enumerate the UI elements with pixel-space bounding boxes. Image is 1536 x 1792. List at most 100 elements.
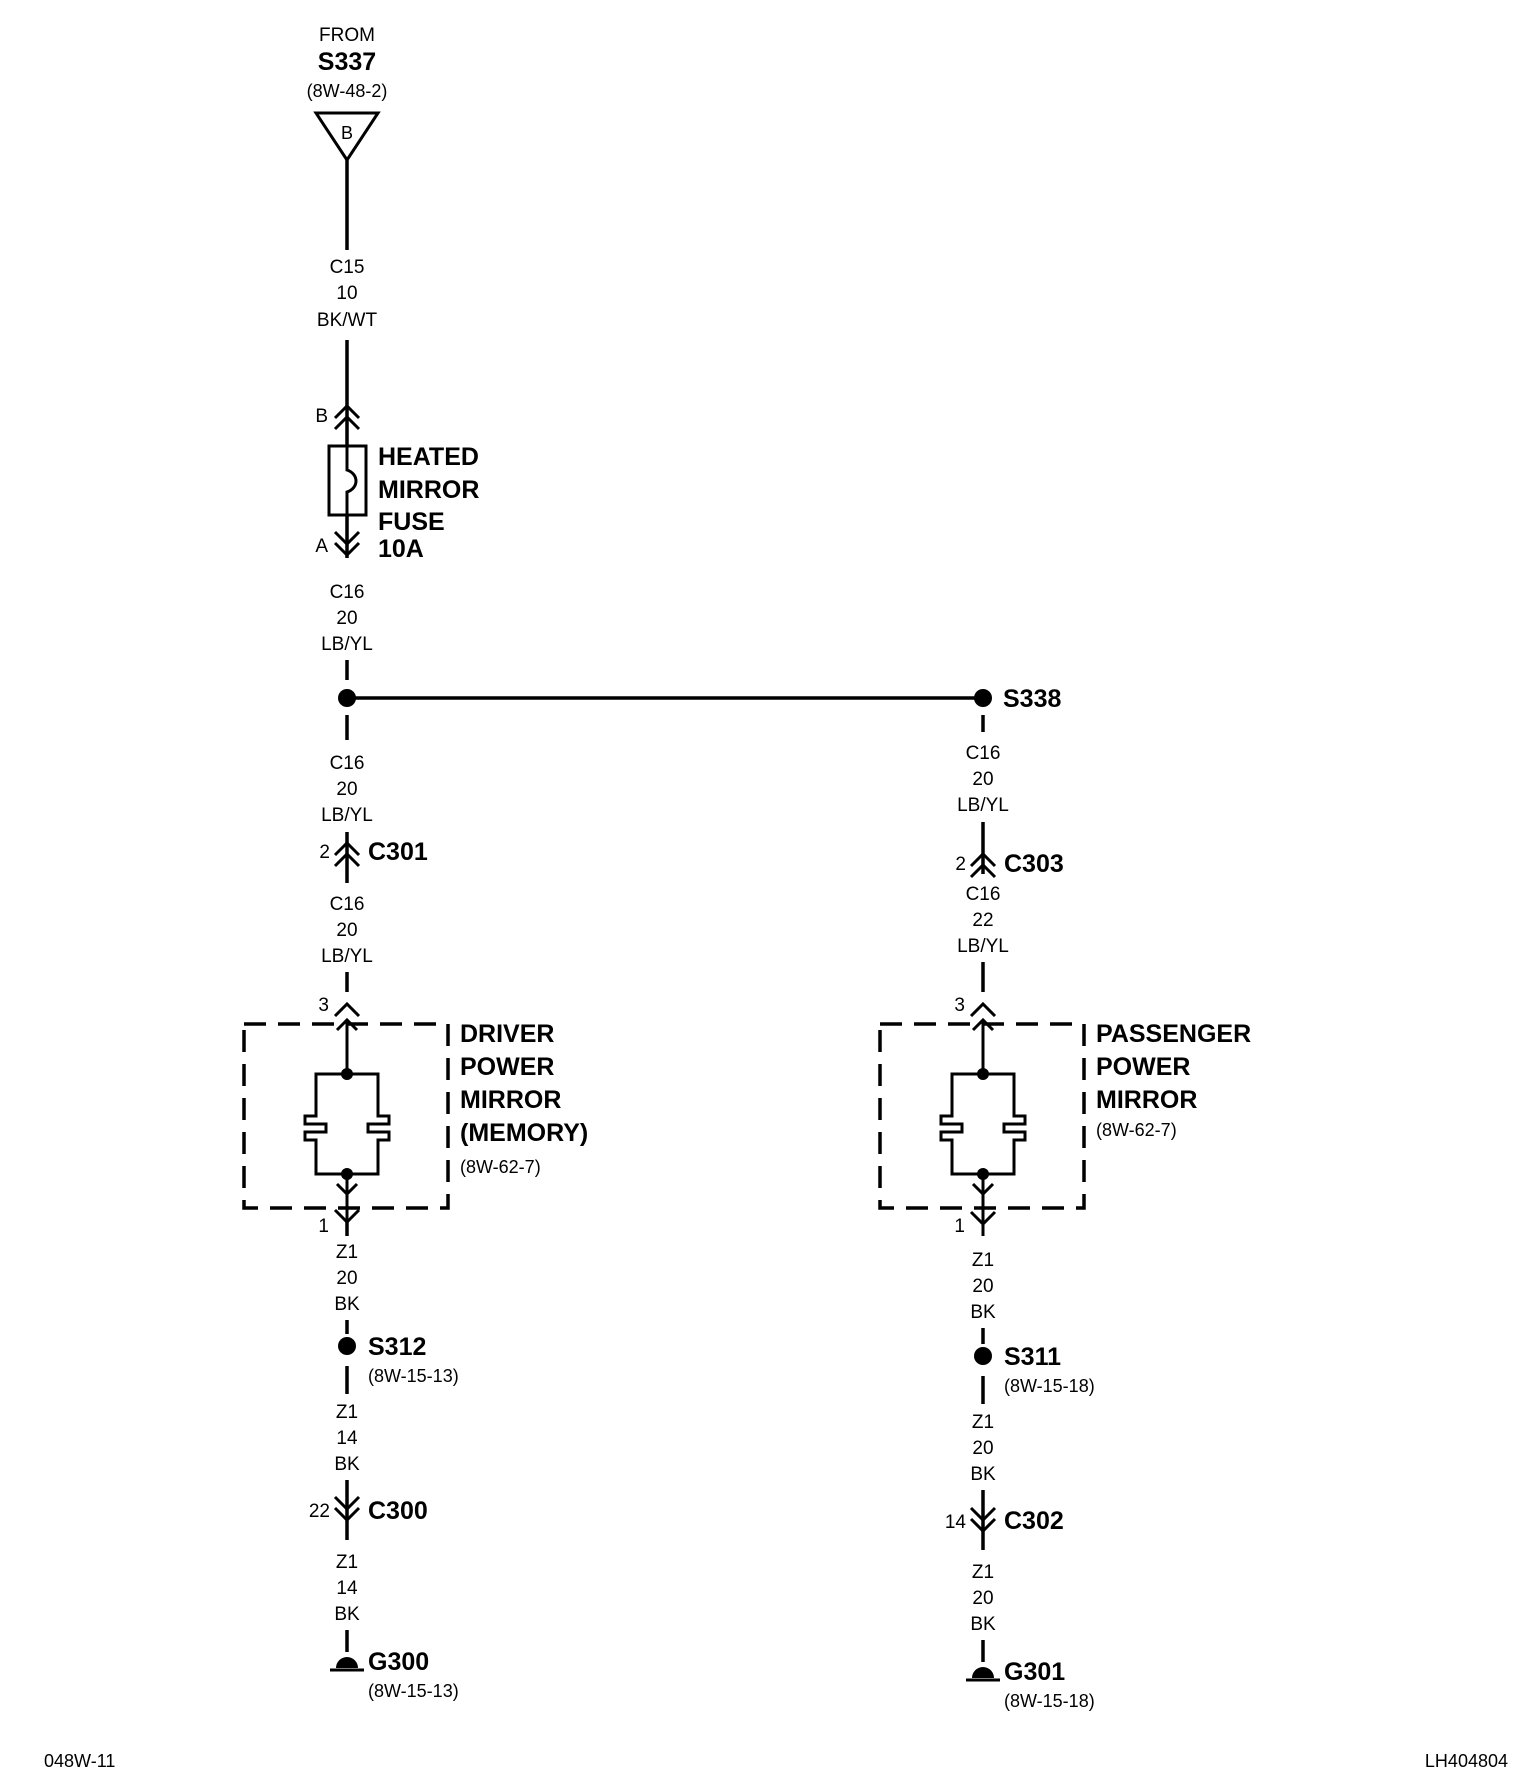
mirror-label-line: POWER (1096, 1053, 1190, 1081)
wire-label-c16: C16 22 LB/YL (957, 884, 1009, 957)
mirror-label-line: POWER (460, 1053, 554, 1081)
splice-s311-ref[interactable]: (8W-15-18) (1004, 1376, 1095, 1396)
connector-c301: 2 C301 (319, 838, 428, 868)
ground-ref-label[interactable]: (8W-15-18) (1004, 1691, 1095, 1711)
wire-label-c16: C16 20 LB/YL (321, 582, 373, 655)
svg-text:Z1: Z1 (972, 1250, 994, 1271)
svg-text:LB/YL: LB/YL (321, 805, 373, 826)
svg-text:C16: C16 (330, 753, 365, 774)
wire-label-z1: Z1 20 BK (334, 1242, 360, 1315)
svg-text:BK/WT: BK/WT (317, 310, 378, 331)
mirror-top-connector-icon (333, 1001, 361, 1018)
mirror-label-line: PASSENGER (1096, 1020, 1251, 1048)
source-splice-label: S337 (318, 48, 376, 76)
mirror-pin-1: 1 (318, 1216, 329, 1237)
connector-name-label: C300 (368, 1497, 428, 1525)
passenger-power-mirror: 3 1 PASSENGER POWER MIRROR (8W-62-7) (878, 995, 1251, 1237)
fuse-pin-b: B (315, 406, 328, 427)
svg-text:LB/YL: LB/YL (321, 634, 373, 655)
splice-s338-dot (974, 689, 992, 707)
svg-text:BK: BK (970, 1302, 996, 1323)
connector-pin-label: 14 (945, 1512, 967, 1533)
mirror-label-line: MIRROR (460, 1086, 561, 1114)
mirror-heater-element-icon (939, 1072, 1027, 1176)
svg-text:14: 14 (336, 1428, 358, 1449)
mirror-heater-element-icon (303, 1072, 391, 1176)
splice-s311-label: S311 (1004, 1343, 1061, 1371)
splice-s312-ref[interactable]: (8W-15-13) (368, 1366, 459, 1386)
svg-text:22: 22 (972, 910, 993, 931)
splice-s311-dot (974, 1347, 992, 1365)
svg-text:C16: C16 (966, 884, 1001, 905)
svg-text:20: 20 (972, 1588, 993, 1609)
splice-s312-dot (338, 1337, 356, 1355)
mirror-bottom-arrow-icon (971, 1182, 995, 1197)
svg-text:BK: BK (334, 1294, 360, 1315)
svg-text:20: 20 (972, 1276, 993, 1297)
connector-c303: 2 C303 (955, 850, 1064, 879)
ground-g301: G301 (8W-15-18) (966, 1658, 1095, 1711)
svg-text:20: 20 (336, 608, 357, 629)
mirror-top-connector-icon (969, 1001, 997, 1018)
footer-left-id: 048W-11 (44, 1751, 115, 1771)
driver-power-mirror: 3 1 DRIVER POWER MIRROR (MEMORY) (8W-62-… (242, 995, 588, 1237)
ground-name-label: G301 (1004, 1658, 1065, 1686)
svg-text:Z1: Z1 (336, 1552, 358, 1573)
mirror-label-line: DRIVER (460, 1020, 554, 1048)
source-triangle-icon (313, 111, 381, 163)
wire-label-z1: Z1 20 BK (970, 1412, 996, 1485)
mirror-ref-label[interactable]: (8W-62-7) (1096, 1120, 1177, 1140)
fuse-pin-a: A (315, 536, 328, 557)
fuse-label-line: MIRROR (378, 476, 479, 504)
fuse-label-line: FUSE (378, 508, 445, 536)
ground-icon (972, 1667, 994, 1678)
fuse-element-icon (345, 446, 358, 515)
svg-text:LB/YL: LB/YL (957, 795, 1009, 816)
connector-pin-label: 22 (309, 1501, 330, 1522)
source-ref-label[interactable]: (8W-48-2) (307, 81, 388, 101)
svg-text:Z1: Z1 (336, 1242, 358, 1263)
heated-mirror-fuse: B HEATED MIRROR FUSE 10A A (315, 403, 479, 563)
wire-label-z1: Z1 20 BK (970, 1562, 996, 1635)
connector-name-label: C303 (1004, 850, 1064, 878)
from-label: FROM (319, 25, 375, 46)
wire-label-c15: C15 10 BK/WT (317, 257, 378, 331)
ground-icon (336, 1657, 358, 1668)
svg-text:C16: C16 (330, 894, 365, 915)
svg-text:Z1: Z1 (336, 1402, 358, 1423)
mirror-bottom-connector-icon (969, 1210, 997, 1227)
svg-text:LB/YL: LB/YL (957, 936, 1009, 957)
mirror-bottom-arrow-icon (335, 1182, 359, 1197)
mirror-pin-1: 1 (954, 1216, 965, 1237)
svg-text:BK: BK (970, 1464, 996, 1485)
fuse-label-line: 10A (378, 535, 424, 563)
ground-ref-label[interactable]: (8W-15-13) (368, 1681, 459, 1701)
wire-label-c16: C16 20 LB/YL (957, 743, 1009, 816)
svg-text:10: 10 (336, 283, 357, 304)
svg-text:Z1: Z1 (972, 1562, 994, 1583)
mirror-label-line: (MEMORY) (460, 1119, 588, 1147)
footer-right-id: LH404804 (1425, 1751, 1508, 1771)
connector-name-label: C301 (368, 838, 428, 866)
source-connector-letter: B (341, 123, 353, 143)
fuse-top-connector-icon (333, 403, 361, 431)
svg-text:C15: C15 (330, 257, 365, 278)
svg-text:LB/YL: LB/YL (321, 946, 373, 967)
fuse-label-line: HEATED (378, 443, 479, 471)
connector-pin-label: 2 (319, 842, 330, 863)
ground-name-label: G300 (368, 1648, 429, 1676)
svg-text:20: 20 (336, 779, 357, 800)
fuse-bottom-connector-icon (333, 530, 361, 558)
mirror-pin-3: 3 (318, 995, 329, 1016)
wire-label-z1: Z1 14 BK (334, 1402, 360, 1475)
mirror-ref-label[interactable]: (8W-62-7) (460, 1157, 541, 1177)
svg-text:C16: C16 (330, 582, 365, 603)
svg-text:20: 20 (972, 1438, 993, 1459)
connector-chevron-icon (333, 840, 361, 868)
svg-text:Z1: Z1 (972, 1412, 994, 1433)
connector-chevron-icon (333, 1495, 361, 1523)
svg-text:BK: BK (970, 1614, 996, 1635)
connector-chevron-icon (969, 1506, 997, 1534)
wire-label-z1: Z1 20 BK (970, 1250, 996, 1323)
